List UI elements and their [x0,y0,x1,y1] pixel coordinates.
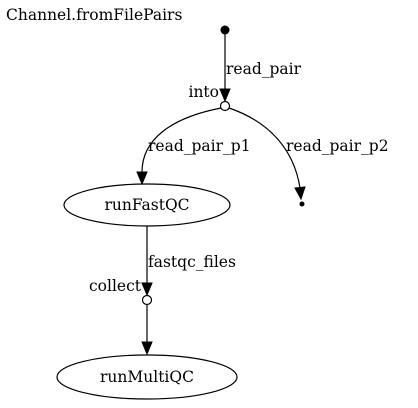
edge-read-pair-p2-label: read_pair_p2 [286,137,389,155]
edge-read-pair-label: read_pair [226,60,302,78]
edge-read-pair-p1 [141,107,222,173]
edge-read-pair-p2-arrowhead [294,186,306,201]
run-multiqc-node [56,354,238,400]
edge-collect-to-multiqc-arrowhead [141,341,153,356]
source-node [220,25,230,35]
edge-fastqc-files-label: fastqc_files [148,253,236,271]
collect-operator-label: collect [89,277,142,295]
edge-read-pair-p1-label: read_pair_p1 [148,137,251,155]
sink-node [299,201,305,207]
edge-read-pair-p2 [228,107,301,189]
run-multiqc-label: runMultiQC [100,368,194,386]
collect-operator-node [141,294,153,306]
run-fastqc-label: runFastQC [104,196,189,214]
edge-read-pair-p1-arrowhead [136,171,148,186]
source-node-label: Channel.fromFilePairs [6,6,182,24]
edge-fastqc-files-arrowhead [141,282,153,297]
into-operator-label: into [188,83,219,101]
edge-read-pair-arrowhead [219,88,231,103]
into-operator-node [219,100,231,112]
